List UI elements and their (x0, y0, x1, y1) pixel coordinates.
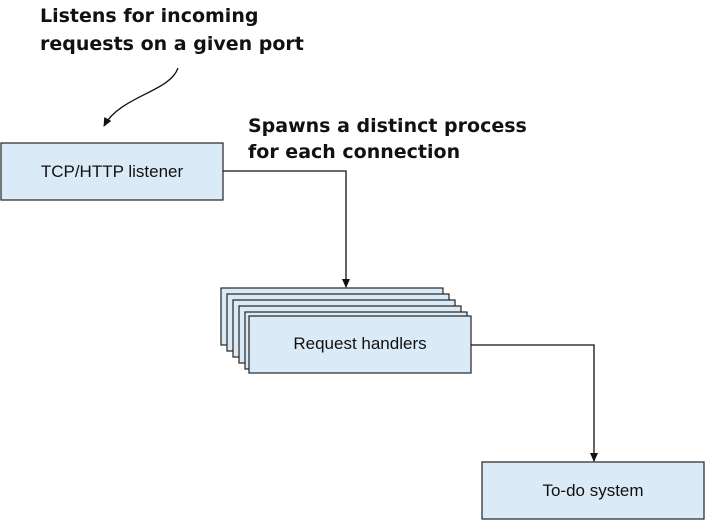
node-listener: TCP/HTTP listener (0, 142, 224, 201)
spawn-annotation-line-1: Spawns a distinct process (248, 115, 527, 137)
node-todo-label: To-do system (542, 481, 643, 500)
edge-handlers-to-todo (471, 344, 598, 462)
spawn-annotation: Spawns a distinct process for each conne… (248, 115, 533, 163)
handler-front-box (248, 315, 472, 374)
node-listener-label: TCP/HTTP listener (41, 162, 184, 181)
spawn-annotation-line-2: for each connection (248, 141, 460, 163)
node-handlers-label: Request handlers (293, 334, 426, 353)
listener-annotation-line-2: requests on a given port (40, 33, 304, 55)
node-request-handlers: Request handlers (220, 287, 472, 374)
annotation-pointer-arrow (103, 67, 179, 127)
listener-annotation-line-1: Listens for incoming (40, 5, 258, 27)
node-todo-system: To-do system (481, 461, 705, 520)
edge-listener-to-handlers (223, 170, 350, 288)
listener-annotation: Listens for incoming requests on a given… (40, 5, 304, 55)
